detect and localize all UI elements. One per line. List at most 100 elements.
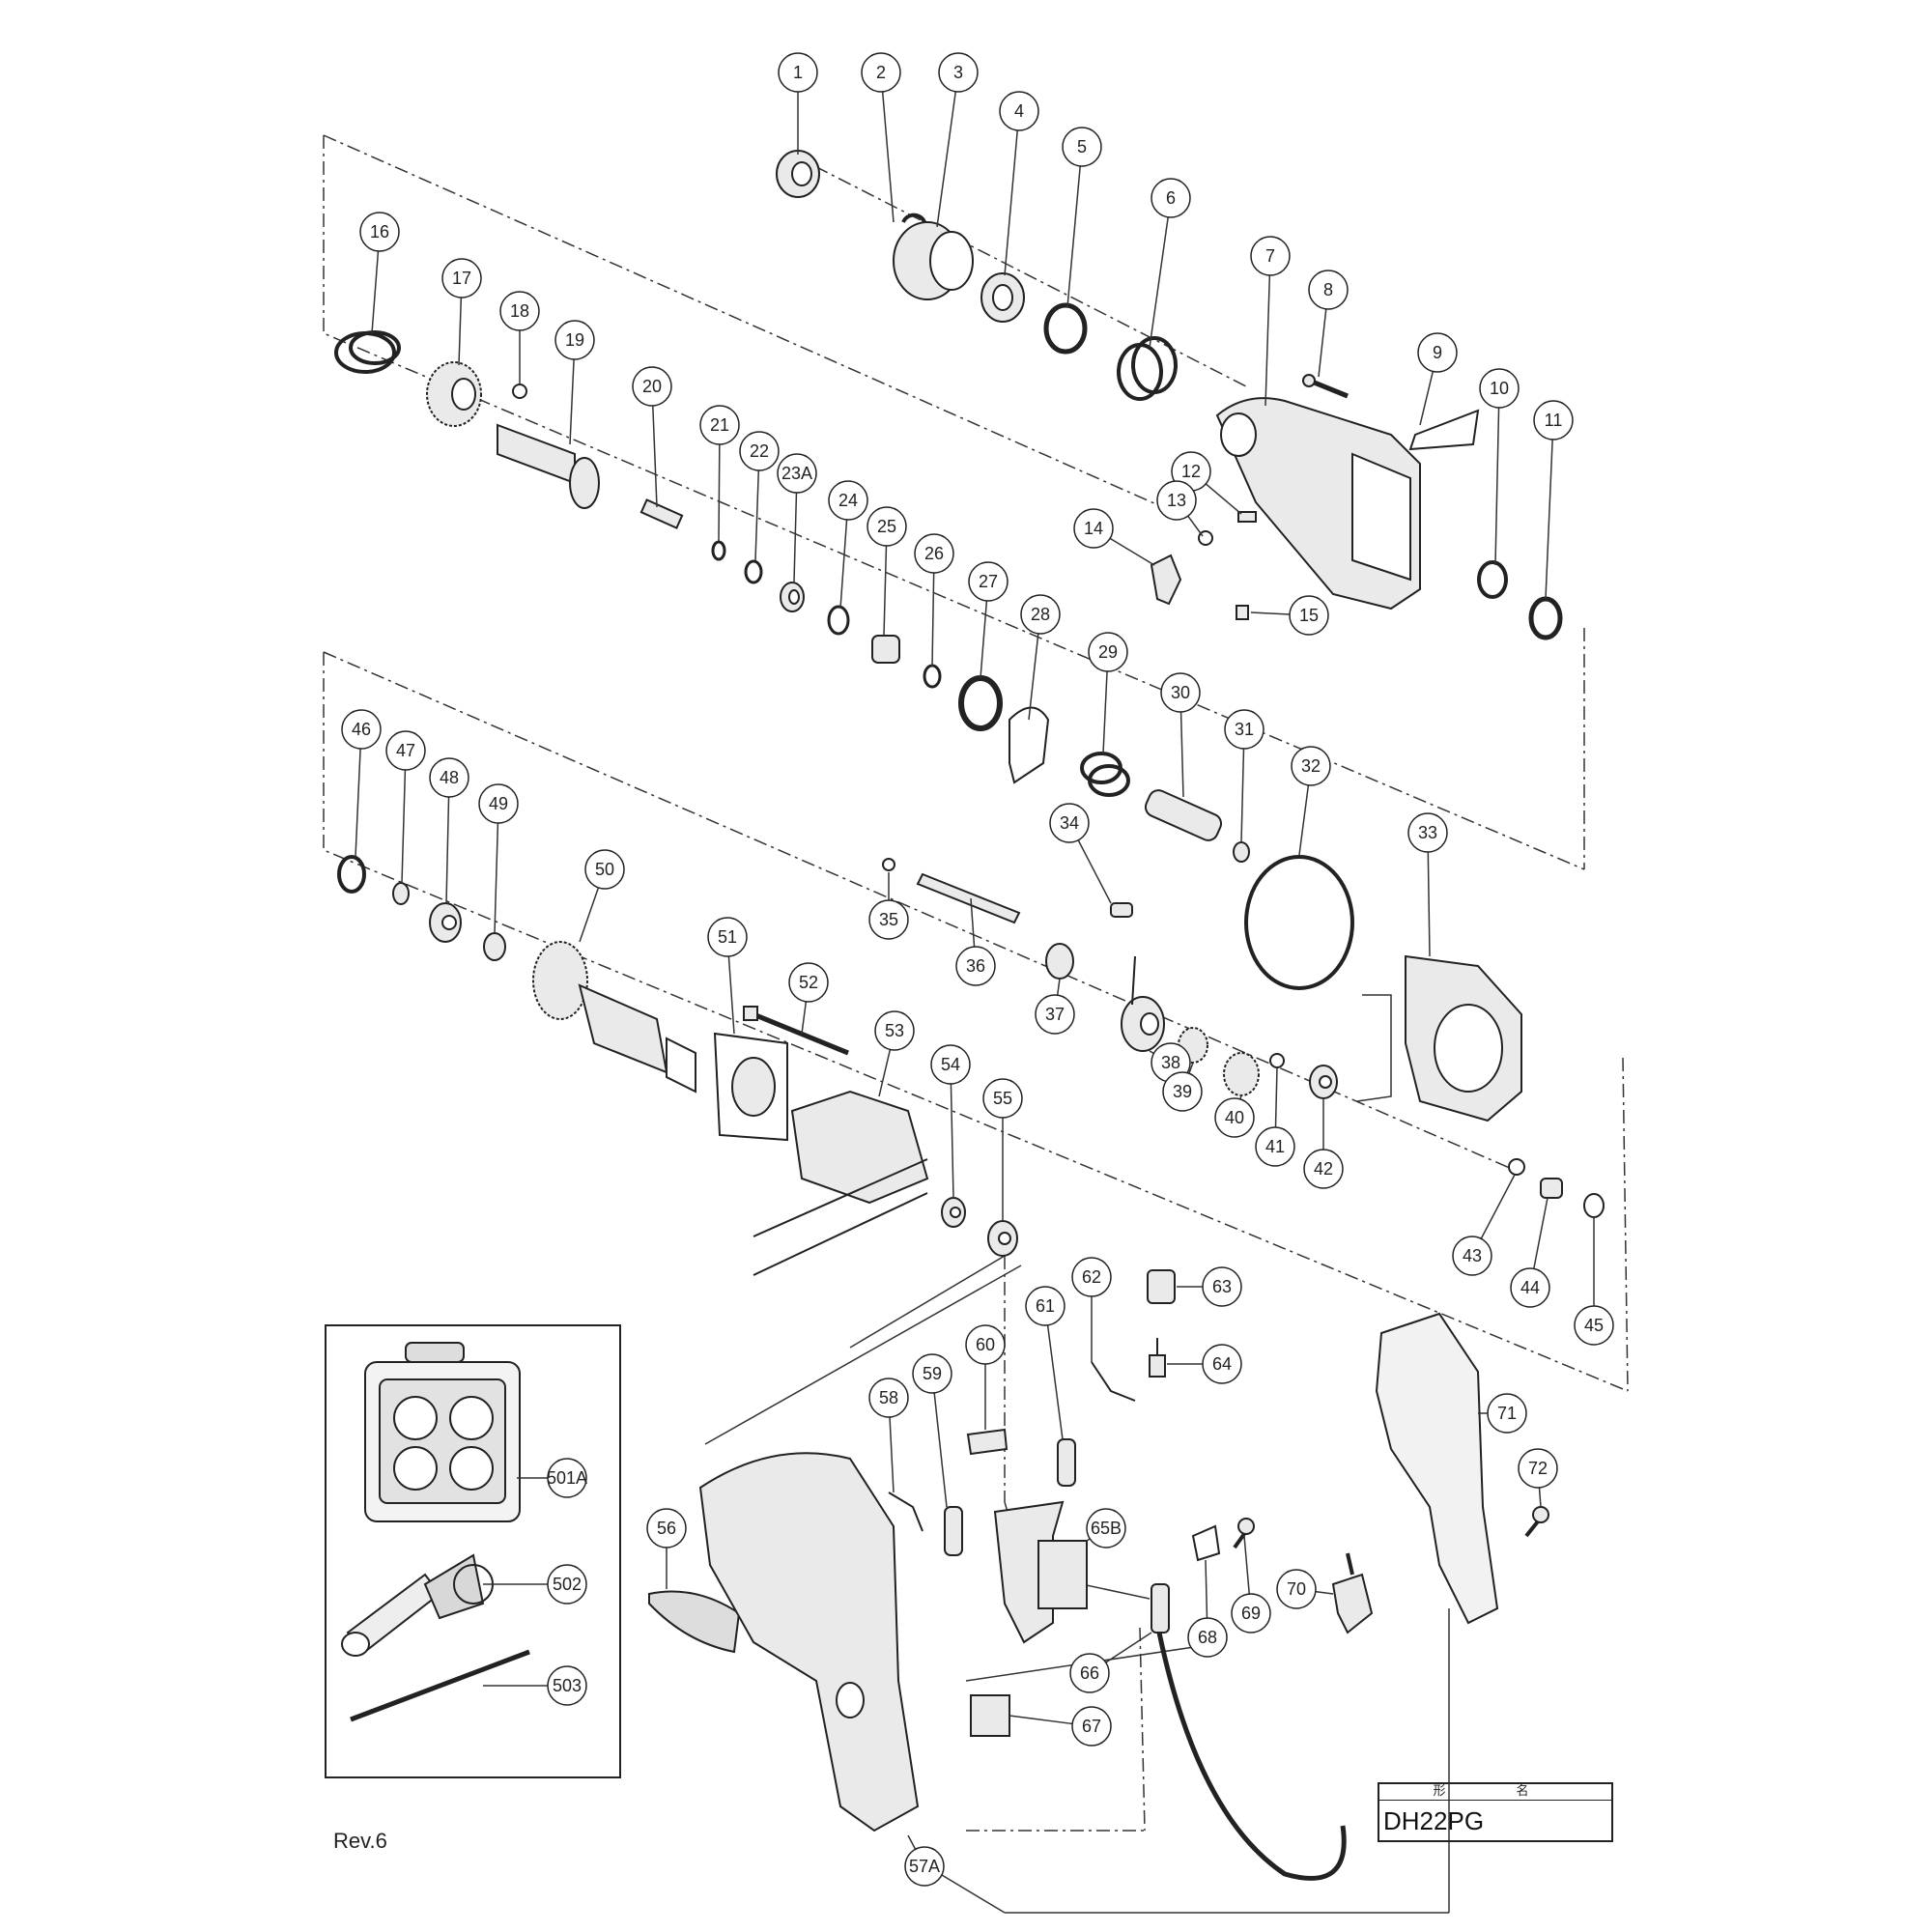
callout-leader-17 xyxy=(458,297,463,366)
callout-leader-24 xyxy=(839,519,848,610)
model-name: DH22PG xyxy=(1383,1806,1485,1835)
callout-circle-29 xyxy=(1088,632,1128,672)
callout-circle-56 xyxy=(646,1508,687,1548)
callout-label-59: 59 xyxy=(923,1364,942,1383)
depth-gauge-rod xyxy=(350,1649,530,1722)
part-callout-42: 42 xyxy=(1303,1098,1344,1189)
part-shape-18 xyxy=(512,384,527,399)
part-callout-54: 54 xyxy=(930,1044,971,1199)
callout-circle-15 xyxy=(1289,595,1329,636)
callout-label-26: 26 xyxy=(924,544,944,563)
callout-circle-65B xyxy=(1086,1508,1126,1548)
part-shape-42 xyxy=(1309,1065,1338,1099)
part-callout-47: 47 xyxy=(385,730,426,884)
part-callout-41: 41 xyxy=(1255,1066,1295,1167)
part-shape-43 xyxy=(1508,1158,1525,1176)
part-callout-40: 40 xyxy=(1214,1094,1255,1138)
callout-label-63: 63 xyxy=(1212,1277,1232,1296)
part-shape-3 xyxy=(893,221,974,300)
callout-label-21: 21 xyxy=(710,415,729,435)
callout-circle-51 xyxy=(707,917,748,957)
part-shape-61 xyxy=(1057,1438,1076,1487)
part-callout-64: 64 xyxy=(1167,1344,1242,1384)
callout-label-56: 56 xyxy=(657,1519,676,1538)
part-shape-54 xyxy=(941,1197,966,1228)
callout-label-501A: 501A xyxy=(547,1468,587,1488)
part-callout-37: 37 xyxy=(1035,978,1075,1035)
callout-label-53: 53 xyxy=(885,1021,904,1040)
part-callout-49: 49 xyxy=(478,783,519,934)
part-shape-62 xyxy=(1091,1361,1136,1402)
callout-circle-10 xyxy=(1479,368,1520,409)
callout-leader-27 xyxy=(980,600,988,679)
callout-circle-8 xyxy=(1308,270,1349,310)
callout-leader-13 xyxy=(1187,515,1204,537)
part-shape-33 xyxy=(1405,954,1522,1122)
part-shape-1 xyxy=(776,150,820,198)
part-callout-26: 26 xyxy=(914,533,954,668)
callout-leader-47 xyxy=(401,769,407,884)
callout-leader-8 xyxy=(1318,308,1327,378)
part-shape-25 xyxy=(871,635,900,664)
callout-label-70: 70 xyxy=(1287,1579,1306,1599)
callout-circle-62 xyxy=(1071,1257,1112,1297)
callout-leader-72 xyxy=(1538,1487,1542,1508)
callout-circle-40 xyxy=(1214,1097,1255,1138)
callout-label-14: 14 xyxy=(1084,519,1103,538)
callout-circle-55 xyxy=(982,1078,1023,1119)
callout-leader-48 xyxy=(445,796,450,904)
callout-label-18: 18 xyxy=(510,301,529,321)
part-shape-6 xyxy=(1117,336,1178,401)
part-shape-71 xyxy=(1375,1312,1499,1625)
callout-leader-61 xyxy=(1046,1324,1064,1440)
part-callout-39: 39 xyxy=(1162,1062,1203,1112)
part-shape-59 xyxy=(944,1506,963,1556)
callout-circle-20 xyxy=(632,366,672,407)
part-shape-57A xyxy=(698,1452,920,1833)
part-callout-52: 52 xyxy=(788,962,829,1035)
callout-label-60: 60 xyxy=(976,1335,995,1354)
callout-label-33: 33 xyxy=(1418,823,1437,842)
callout-label-23A: 23A xyxy=(781,464,812,483)
part-callout-55: 55 xyxy=(982,1078,1023,1221)
callout-leader-54 xyxy=(950,1083,954,1199)
part-shape-31 xyxy=(1233,841,1250,863)
callout-leader-51 xyxy=(727,955,735,1035)
part-shape-15 xyxy=(1236,605,1249,620)
part-callout-69: 69 xyxy=(1231,1535,1271,1634)
part-shape-69 xyxy=(1233,1518,1255,1549)
callout-label-25: 25 xyxy=(877,517,896,536)
callout-circle-61 xyxy=(1025,1286,1065,1326)
callout-circle-16 xyxy=(359,212,400,252)
part-shape-51 xyxy=(713,1032,788,1142)
callout-circle-18 xyxy=(499,291,540,331)
callout-leader-16 xyxy=(371,250,380,334)
callout-label-49: 49 xyxy=(489,794,508,813)
callout-label-32: 32 xyxy=(1301,756,1321,776)
part-callout-22: 22 xyxy=(739,431,780,561)
callout-circle-7 xyxy=(1250,236,1291,276)
callout-circle-36 xyxy=(955,946,996,986)
callout-label-8: 8 xyxy=(1323,280,1333,299)
callout-label-40: 40 xyxy=(1225,1108,1244,1127)
callout-label-71: 71 xyxy=(1497,1404,1517,1423)
part-callout-35: 35 xyxy=(868,872,909,940)
part-shape-32 xyxy=(1244,855,1354,990)
part-callout-36: 36 xyxy=(955,897,996,986)
callout-label-502: 502 xyxy=(553,1575,582,1594)
part-callout-23A: 23A xyxy=(777,453,817,582)
callout-circle-69 xyxy=(1231,1593,1271,1634)
part-shape-68 xyxy=(1191,1524,1221,1562)
part-shape-19 xyxy=(497,423,600,509)
part-shape-64 xyxy=(1149,1338,1166,1378)
callout-label-41: 41 xyxy=(1265,1137,1285,1156)
part-callout-24: 24 xyxy=(828,480,868,610)
part-callout-29: 29 xyxy=(1088,632,1128,754)
part-shape-34 xyxy=(1110,902,1133,918)
callout-circle-34 xyxy=(1049,803,1090,843)
callout-label-64: 64 xyxy=(1212,1354,1232,1374)
part-callout-9: 9 xyxy=(1417,332,1458,426)
callout-leader-29 xyxy=(1102,670,1108,754)
callout-circle-19 xyxy=(554,320,595,360)
part-callout-16: 16 xyxy=(359,212,400,334)
